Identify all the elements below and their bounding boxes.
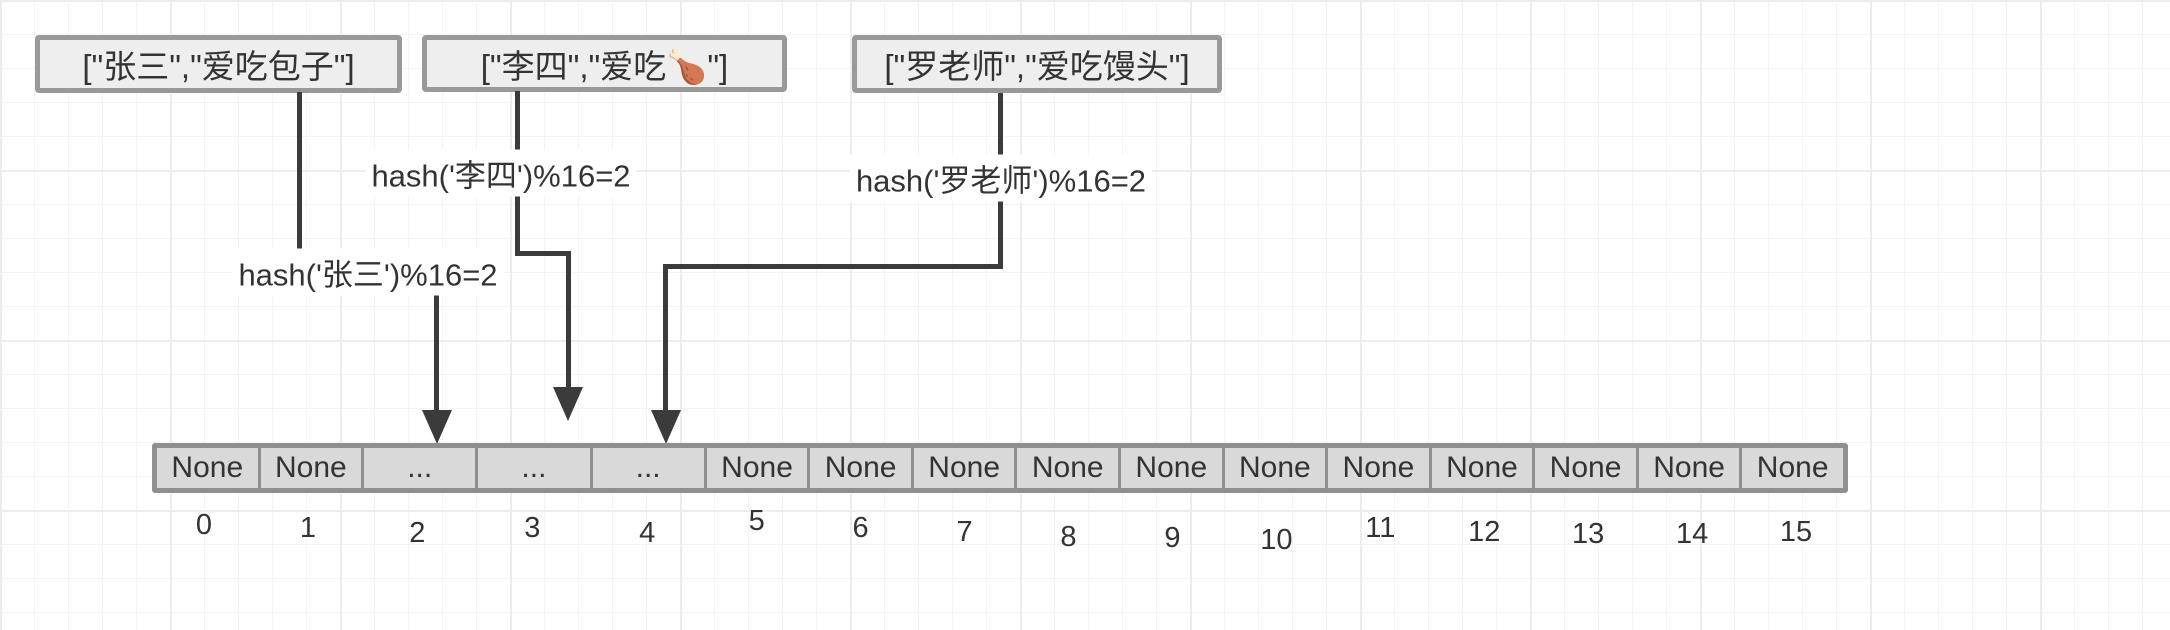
table-cell-6: None xyxy=(810,448,914,488)
arrowhead-laoshi-icon xyxy=(651,410,681,444)
connector-lisi-elbow xyxy=(515,251,571,256)
index-label-11: 11 xyxy=(1365,511,1396,544)
index-label-15: 15 xyxy=(1779,515,1813,548)
table-cell-8: None xyxy=(1017,448,1121,488)
index-label-9: 9 xyxy=(1164,521,1181,554)
record-label: ["罗老师","爱吃馒头"] xyxy=(884,48,1190,85)
record-node-laoshi: ["罗老师","爱吃馒头"] xyxy=(852,35,1222,93)
connector-lisi-mid xyxy=(515,194,520,256)
table-cell-2: ... xyxy=(364,448,479,488)
index-label-1: 1 xyxy=(299,511,316,544)
table-cell-9: None xyxy=(1120,448,1225,488)
table-cell-14: None xyxy=(1638,448,1743,488)
connector-laoshi-elbow xyxy=(663,264,1003,269)
table-cell-7: None xyxy=(913,448,1018,488)
table-cell-5: None xyxy=(706,448,811,488)
record-node-lisi: ["李四","爱吃🍗"] xyxy=(422,35,787,92)
index-label-6: 6 xyxy=(852,511,869,544)
table-cell-13: None xyxy=(1535,448,1639,488)
table-cell-4: ... xyxy=(592,448,707,488)
connector-laoshi-mid xyxy=(998,198,1003,269)
arrowhead-zhangsan-icon xyxy=(422,410,452,444)
index-label-0: 0 xyxy=(195,508,213,541)
table-cell-3: ... xyxy=(478,448,593,488)
table-cell-0: None xyxy=(157,448,261,488)
table-cell-15: None xyxy=(1742,448,1843,488)
index-label-3: 3 xyxy=(524,511,541,544)
index-label-7: 7 xyxy=(956,515,973,548)
connector-laoshi-upper xyxy=(998,93,1003,155)
index-label-5: 5 xyxy=(748,504,765,537)
table-cell-11: None xyxy=(1328,448,1432,488)
index-label-2: 2 xyxy=(409,516,426,549)
hash-table-array: None None ... ... ... None None None Non… xyxy=(152,443,1848,493)
arrowhead-lisi-icon xyxy=(553,387,583,421)
index-label-10: 10 xyxy=(1260,523,1293,556)
index-label-row: 0 1 2 3 4 5 6 7 8 9 10 11 12 13 14 15 xyxy=(152,505,1848,556)
record-node-zhangsan: ["张三","爱吃包子"] xyxy=(35,35,402,93)
index-label-13: 13 xyxy=(1572,517,1605,550)
connector-zhangsan-upper xyxy=(297,92,302,252)
table-cell-12: None xyxy=(1431,448,1536,488)
index-label-12: 12 xyxy=(1468,515,1501,548)
connector-laoshi-shaft xyxy=(663,264,668,411)
connector-lisi-shaft xyxy=(566,251,571,388)
index-label-8: 8 xyxy=(1060,520,1077,553)
hash-label-lisi: hash('李四')%16=2 xyxy=(365,149,637,197)
record-label: ["张三","爱吃包子"] xyxy=(82,48,355,85)
hash-label-zhangsan: hash('张三')%16=2 xyxy=(232,248,504,296)
connector-zhangsan-shaft xyxy=(434,289,439,411)
record-label: ["李四","爱吃🍗"] xyxy=(480,47,729,85)
index-label-14: 14 xyxy=(1675,517,1709,550)
table-cell-1: None xyxy=(260,448,365,488)
table-cell-10: None xyxy=(1224,448,1329,488)
index-label-4: 4 xyxy=(639,516,656,549)
hash-label-laoshi: hash('罗老师')%16=2 xyxy=(849,154,1153,202)
connector-lisi-upper xyxy=(515,91,520,153)
